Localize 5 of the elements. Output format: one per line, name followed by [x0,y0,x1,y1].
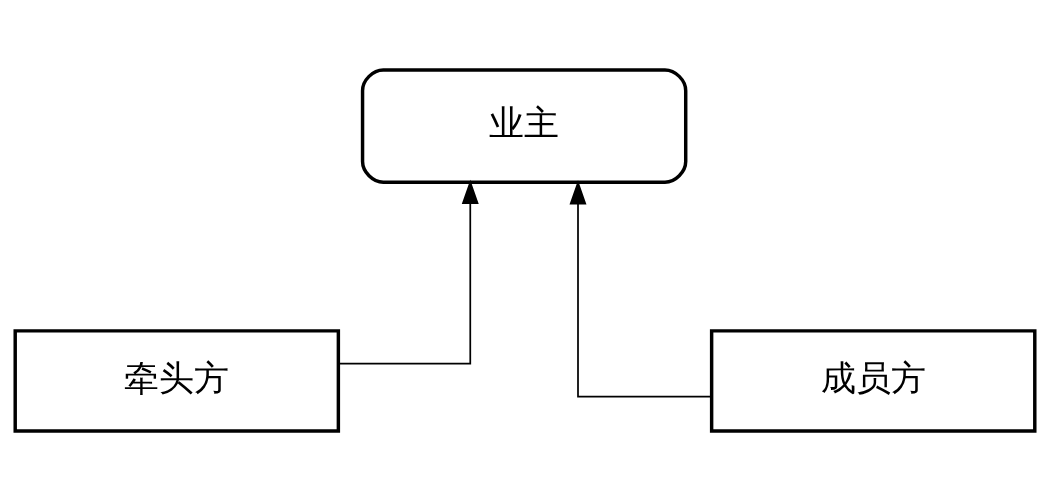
arrow [569,179,712,397]
arrow [338,179,479,365]
node-box: 成员方 [709,328,1037,433]
node-box: 业主 [360,67,688,184]
node-box: 牵头方 [13,328,341,433]
